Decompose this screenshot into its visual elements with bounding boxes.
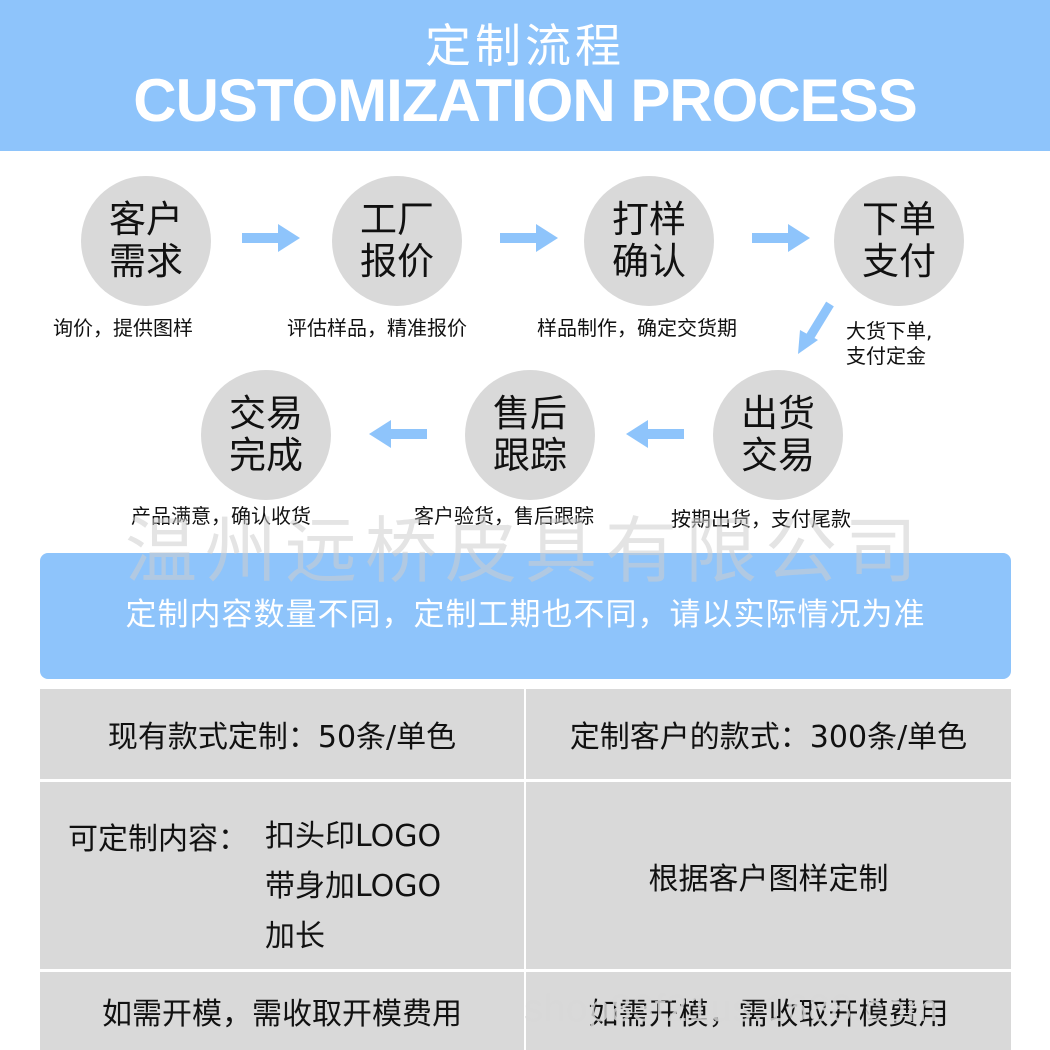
page-subtitle: CUSTOMIZATION PROCESS (133, 67, 918, 134)
step-title: 交易完成 (229, 392, 303, 477)
notice-text: 定制内容数量不同，定制工期也不同，请以实际情况为准 (125, 596, 926, 633)
table-cell: 现有款式定制：50条/单色 (40, 689, 524, 779)
table-divider (40, 779, 1011, 782)
step-title: 出货交易 (741, 392, 815, 477)
step-factory-quote: 工厂报价 (332, 176, 462, 306)
info-table: 现有款式定制：50条/单色 定制客户的款式：300条/单色 可定制内容： 扣头印… (40, 689, 1011, 1050)
header-banner: 定制流程 CUSTOMIZATION PROCESS (0, 0, 1050, 151)
step-desc: 大货下单, (846, 319, 933, 343)
arrow-right-icon (752, 224, 810, 252)
step-customer-demand: 客户需求 (81, 176, 211, 306)
step-title: 下单支付 (862, 198, 936, 283)
custom-items-list: 扣头印LOGO 带身加LOGO 加长 (265, 812, 441, 962)
cell-text: 如需开模，需收取开模费用 (588, 997, 949, 1032)
list-item: 加长 (265, 919, 325, 954)
cell-text: 根据客户图样定制 (648, 861, 889, 897)
arrow-left-icon (369, 420, 427, 448)
step-desc: 产品满意，确认收货 (131, 504, 311, 528)
cell-text: 如需开模，需收取开模费用 (102, 997, 462, 1032)
step-order-pay: 下单支付 (834, 176, 964, 306)
step-sample-confirm: 打样确认 (584, 176, 714, 306)
step-title: 客户需求 (109, 198, 183, 283)
table-divider (40, 969, 1011, 972)
arrow-right-icon (500, 224, 558, 252)
table-cell: 根据客户图样定制 (526, 782, 1011, 969)
step-trade-complete: 交易完成 (201, 370, 331, 500)
step-desc: 样品制作，确定交货期 (537, 316, 737, 340)
table-cell: 如需开模，需收取开模费用 (40, 972, 524, 1050)
step-after-sales: 售后跟踪 (465, 370, 595, 500)
step-desc: 按期出货，支付尾款 (671, 507, 851, 531)
table-divider (524, 689, 526, 1050)
cell-text: 定制客户的款式：300条/单色 (569, 720, 968, 755)
cell-label: 可定制内容： (68, 822, 248, 857)
step-title: 售后跟踪 (493, 392, 567, 477)
table-cell: 如需开模，需收取开模费用 (526, 972, 1011, 1050)
table-cell: 定制客户的款式：300条/单色 (526, 689, 1011, 779)
step-title: 工厂报价 (360, 198, 434, 283)
table-cell: 可定制内容： 扣头印LOGO 带身加LOGO 加长 (40, 782, 524, 969)
arrow-down-left-icon (798, 301, 834, 354)
step-desc: 评估样品，精准报价 (287, 316, 467, 340)
step-desc: 支付定金 (846, 344, 926, 368)
step-title: 打样确认 (612, 198, 686, 283)
step-desc: 客户验货，售后跟踪 (414, 504, 594, 528)
cell-text: 现有款式定制：50条/单色 (107, 720, 457, 755)
arrow-right-icon (242, 224, 300, 252)
page-title: 定制流程 (425, 19, 625, 73)
step-desc: 询价，提供图样 (53, 316, 193, 340)
step-ship-trade: 出货交易 (713, 370, 843, 500)
list-item: 带身加LOGO (265, 869, 442, 904)
list-item: 扣头印LOGO (265, 819, 442, 854)
notice-banner: 定制内容数量不同，定制工期也不同，请以实际情况为准 (40, 553, 1011, 679)
arrow-left-icon (626, 420, 684, 448)
